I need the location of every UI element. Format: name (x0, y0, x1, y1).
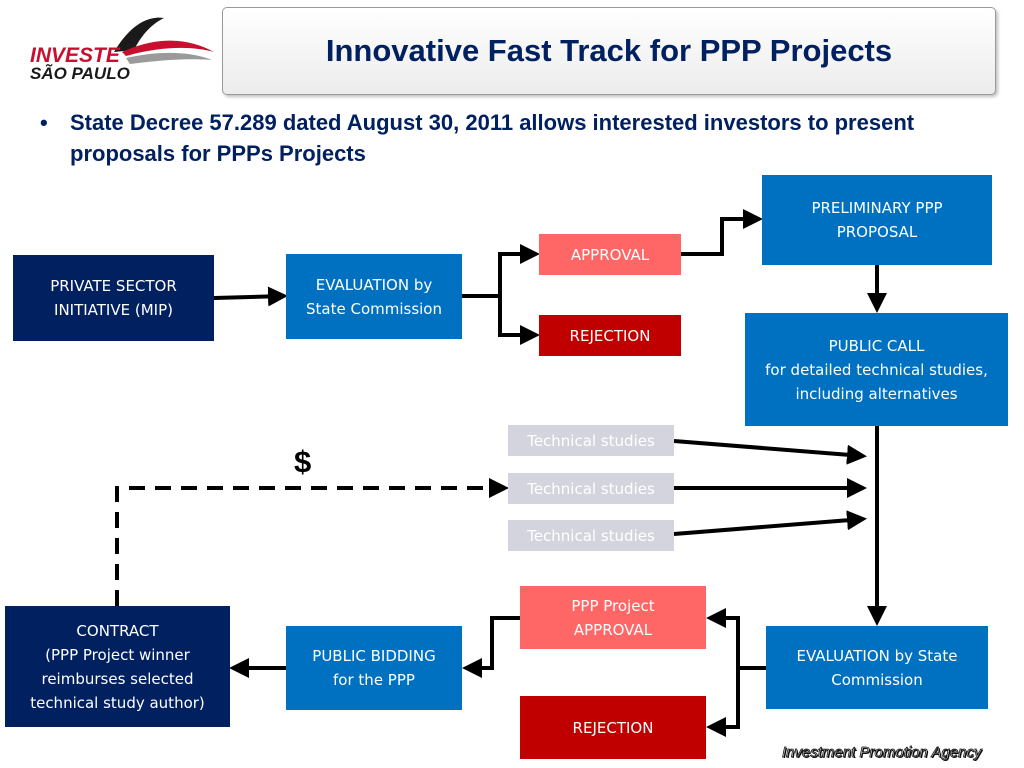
node-technical-studies-3: Technical studies (508, 520, 674, 551)
node-label: PPP Project APPROVAL (571, 596, 655, 639)
node-contract: CONTRACT (PPP Project winner reimburses … (5, 606, 230, 727)
arrow-to-approval (498, 244, 540, 296)
node-label: PRIVATE SECTOR INITIATIVE (MIP) (50, 277, 177, 319)
logo-text-investe: INVESTE (30, 44, 120, 67)
page-title: Innovative Fast Track for PPP Projects (325, 33, 893, 68)
node-technical-studies-1: Technical studies (508, 425, 674, 456)
bullet-symbol: • (40, 110, 48, 135)
node-evaluation-commission: EVALUATION by State Commission (286, 254, 462, 339)
node-public-call: PUBLIC CALL for detailed technical studi… (745, 313, 1008, 426)
arrow-approval-to-preliminary (681, 209, 763, 256)
node-preliminary-ppp-proposal: PRELIMINARY PPP PROPOSAL (762, 175, 992, 265)
dollar-sign-label: $ (294, 444, 312, 479)
node-label: EVALUATION by State Commission (796, 646, 958, 689)
node-public-bidding: PUBLIC BIDDING for the PPP (286, 626, 462, 710)
node-evaluation-state-commission: EVALUATION by State Commission (766, 626, 988, 709)
node-technical-studies-2: Technical studies (508, 473, 674, 504)
node-label: Technical studies (527, 431, 655, 450)
node-label: EVALUATION by State Commission (306, 275, 442, 318)
node-label: PUBLIC CALL for detailed technical studi… (765, 336, 988, 403)
node-label: REJECTION (569, 326, 651, 345)
arrow-to-rejection-top (498, 296, 540, 345)
bullet-text: State Decree 57.289 dated August 30, 201… (70, 110, 915, 166)
node-rejection-top: REJECTION (539, 315, 681, 356)
node-private-sector-initiative: PRIVATE SECTOR INITIATIVE (MIP) (13, 255, 214, 341)
arrow-tech-studies-1 (673, 439, 867, 465)
investe-sao-paulo-logo: INVESTE SÃO PAULO (22, 14, 222, 84)
footer-agency-label: Investment Promotion Agency (782, 744, 982, 762)
node-label: APPROVAL (570, 245, 650, 264)
arrow-ppp-approval-to-bidding (462, 616, 520, 678)
node-rejection-bottom: REJECTION (520, 696, 706, 759)
logo-swoosh-icon (114, 17, 214, 64)
logo-text-sao-paulo: SÃO PAULO (30, 64, 130, 83)
node-label: Technical studies (527, 479, 655, 498)
dashed-contract-to-tech-studies (115, 478, 509, 606)
node-label: REJECTION (572, 718, 654, 737)
node-ppp-project-approval: PPP Project APPROVAL (520, 586, 706, 649)
node-label: PRELIMINARY PPP PROPOSAL (811, 199, 943, 241)
node-label: CONTRACT (PPP Project winner reimburses … (30, 621, 205, 712)
arrow-private-to-evaluation (213, 286, 288, 307)
arrow-tech-studies-3 (673, 510, 867, 536)
title-banner: Innovative Fast Track for PPP Projects (222, 7, 996, 95)
node-label: PUBLIC BIDDING for the PPP (312, 647, 436, 689)
arrow-to-rejection-bottom (706, 668, 740, 737)
arrow-to-ppp-approval (706, 608, 740, 668)
node-label: Technical studies (527, 526, 655, 545)
node-approval: APPROVAL (539, 234, 681, 275)
